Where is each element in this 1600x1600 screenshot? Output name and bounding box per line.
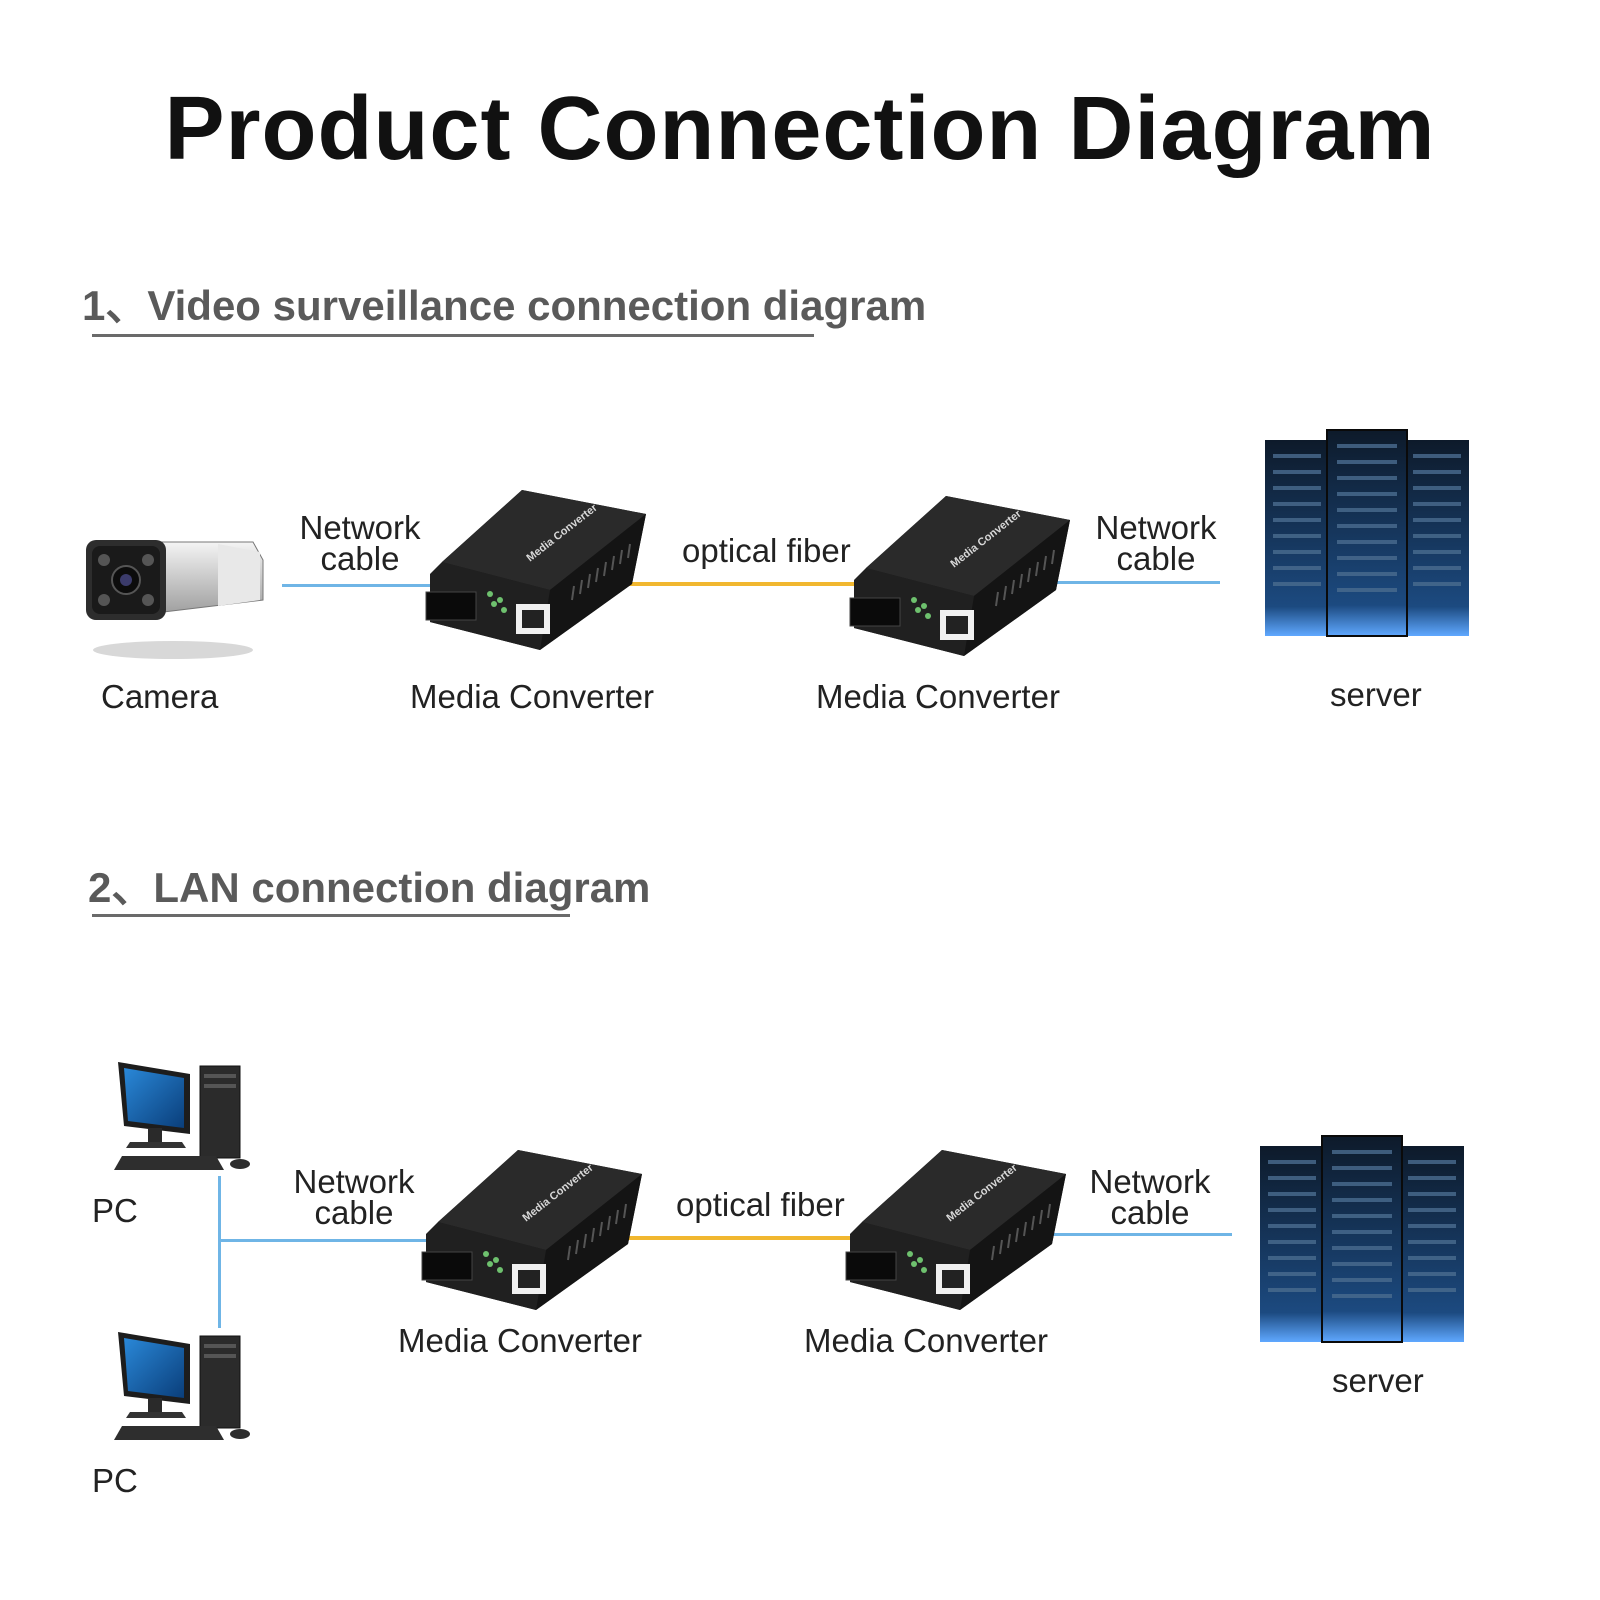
section-2-underline — [92, 914, 570, 917]
network-cable-line — [218, 1239, 428, 1242]
server-rack-icon — [1265, 429, 1469, 637]
optical-fiber-label: optical fiber — [682, 532, 851, 569]
network-cable-line — [282, 584, 432, 587]
page-title: Product Connection Diagram — [164, 79, 1436, 179]
pc-icon — [114, 1062, 250, 1170]
network-cable-line — [1050, 581, 1220, 584]
section-1-underline — [92, 334, 814, 337]
optical-fiber-line — [624, 582, 864, 586]
server-label: server — [1332, 1362, 1424, 1399]
server-label: server — [1330, 676, 1422, 713]
network-cable-label: Network cable — [1089, 1163, 1211, 1231]
server-rack-icon — [1260, 1135, 1464, 1343]
optical-fiber-label: optical fiber — [676, 1186, 845, 1223]
network-cable-label: Network cable — [293, 1163, 415, 1231]
camera-label: Camera — [101, 678, 219, 715]
network-cable-label: Network cable — [1095, 509, 1217, 577]
pc-label: PC — [92, 1462, 138, 1499]
section-1-heading: 1、Video surveillance connection diagram — [82, 282, 927, 329]
camera-icon — [86, 540, 264, 659]
network-cable-line — [1046, 1233, 1232, 1236]
network-cable-label: Network cable — [299, 509, 421, 577]
media-converter-label: Media Converter — [816, 678, 1060, 715]
optical-fiber-line — [620, 1236, 860, 1240]
media-converter-label: Media Converter — [410, 678, 654, 715]
media-converter-label: Media Converter — [398, 1322, 642, 1359]
media-converter-icon: Media Converter — [845, 1150, 1066, 1310]
media-converter-icon: Media Converter — [425, 490, 646, 650]
pc-label: PC — [92, 1192, 138, 1229]
media-converter-icon: Media Converter — [421, 1150, 642, 1310]
pc-icon — [114, 1332, 250, 1440]
section-2-heading: 2、LAN connection diagram — [88, 864, 651, 911]
media-converter-label: Media Converter — [804, 1322, 1048, 1359]
media-converter-icon: Media Converter — [849, 496, 1070, 656]
network-cable-line — [218, 1176, 221, 1328]
